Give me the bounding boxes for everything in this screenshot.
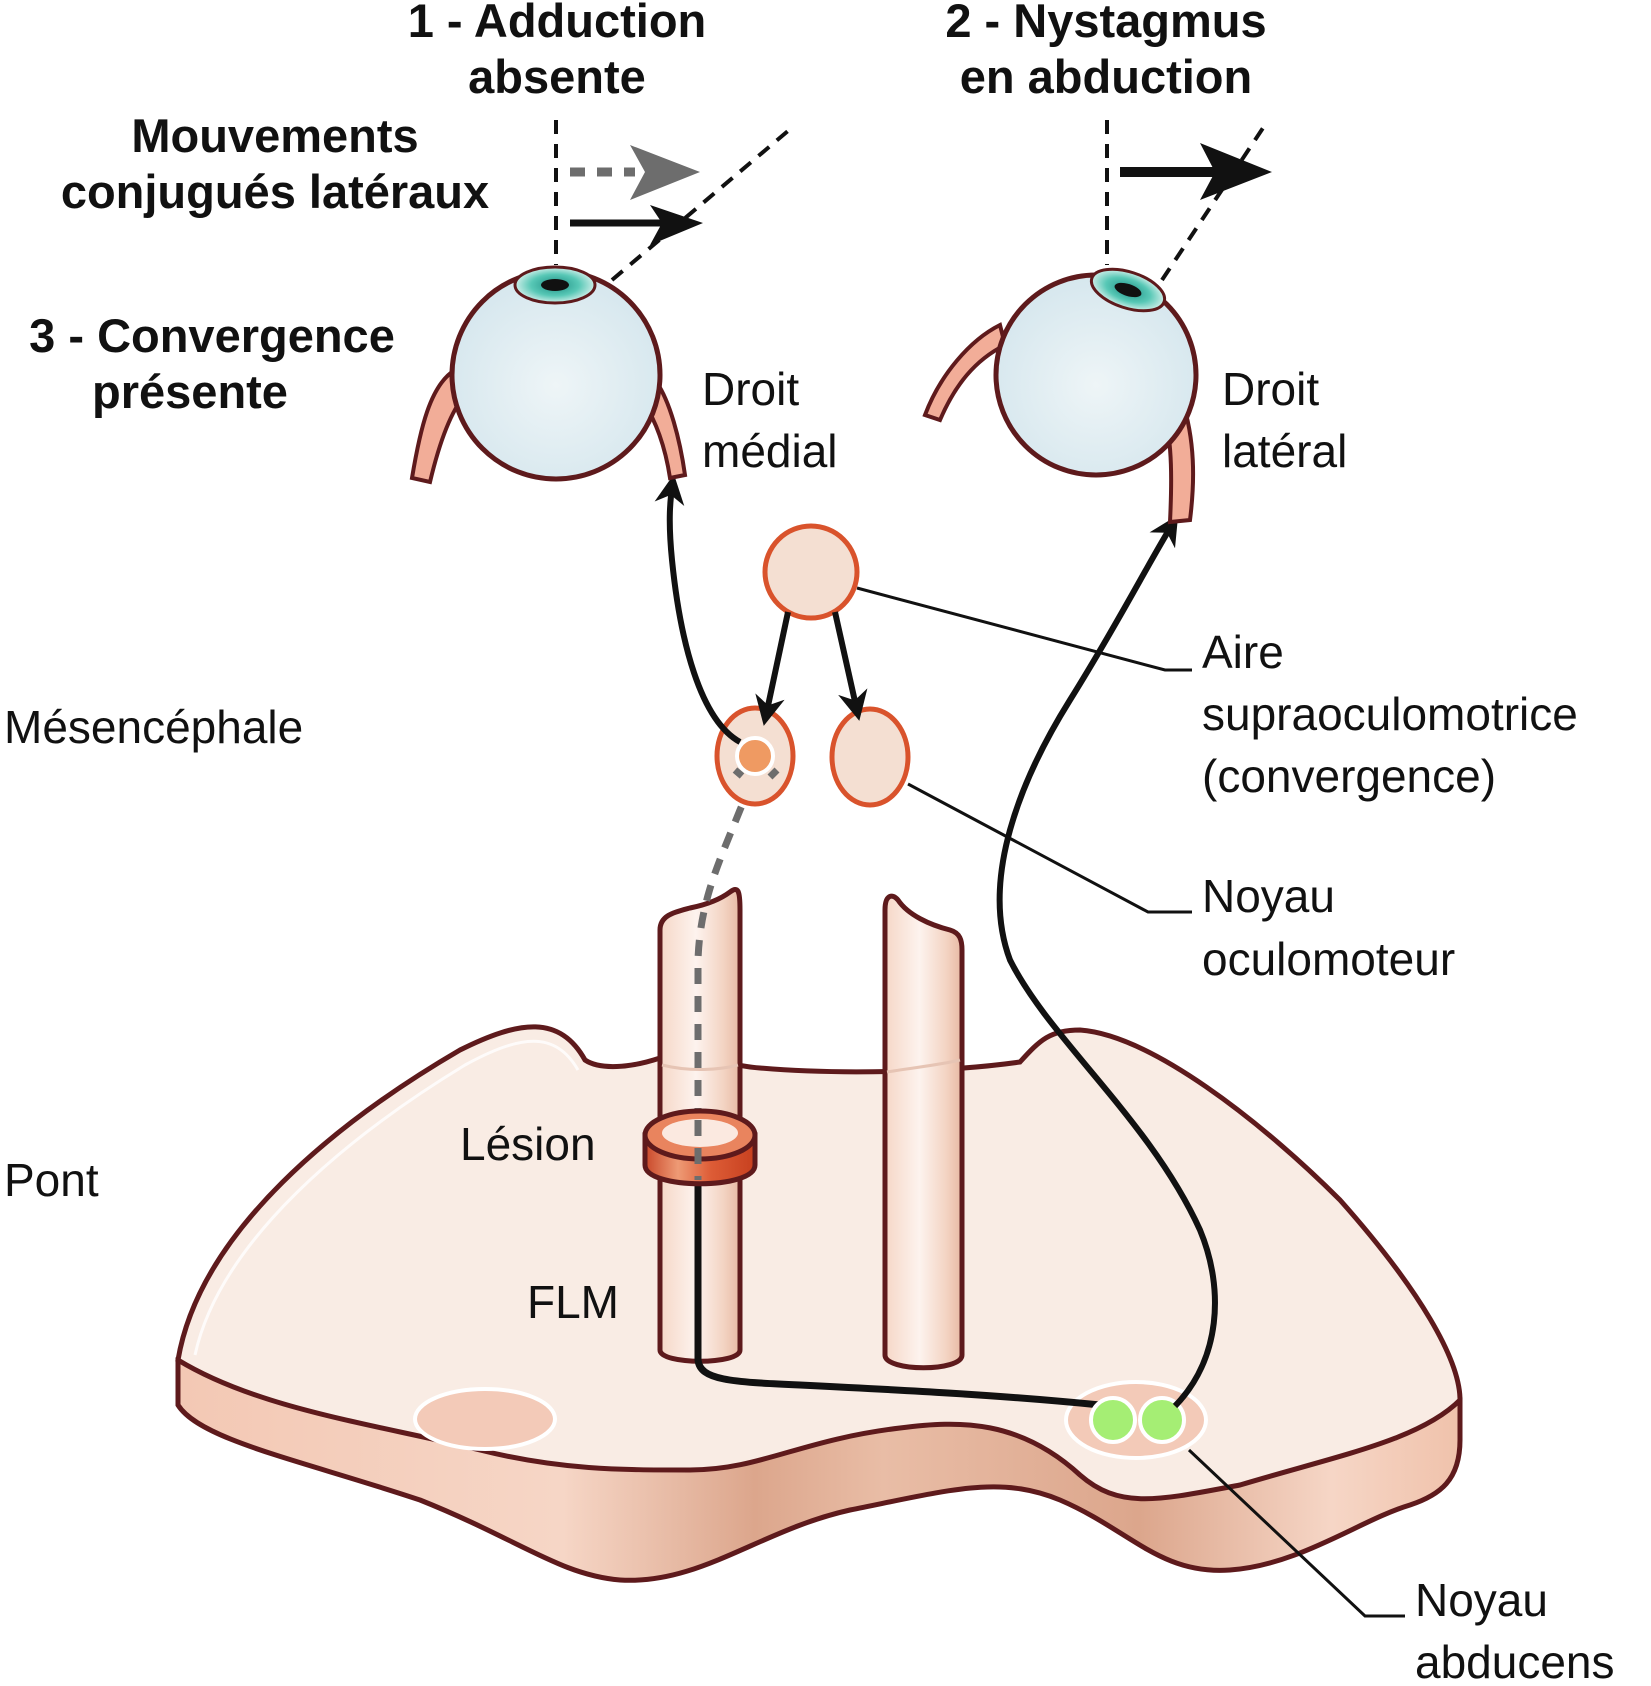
medial-rectus-right-muscle (922, 322, 1008, 423)
oculomotor-nucleus-right (829, 706, 911, 808)
right-gaze-target (1160, 123, 1267, 282)
left-gaze-target (610, 123, 797, 282)
right-pupil (1114, 282, 1142, 298)
left-pupil (541, 279, 569, 291)
supraoculomotor-area (762, 523, 860, 621)
oculomotor-nerve-pathway (654, 474, 742, 745)
mlf-right-tube (882, 893, 965, 1371)
label-convergence-line1: 3 - Convergence (29, 309, 395, 362)
expected-adduction-arrow-head (630, 145, 700, 200)
label-conjugate-line2: conjugués latéraux (61, 165, 489, 218)
nystagmus-arrow-head (1200, 143, 1272, 200)
label-adduction-line2: absente (468, 50, 646, 103)
label-lateral-rectus-line1: Droit (1222, 363, 1319, 415)
abducens-nerve-pathway (996, 514, 1218, 1409)
leader-oculomotor (907, 782, 1192, 914)
leader-supraoculomotor (856, 586, 1192, 672)
convergence-arrow-right (832, 611, 868, 721)
label-conjugate-line1: Mouvements (131, 109, 418, 162)
label-adduction-line1: 1 - Adduction (408, 0, 707, 47)
label-midbrain: Mésencéphale (4, 701, 303, 753)
label-abducens-line1: Noyau (1415, 1574, 1548, 1626)
mlf-pathway-intact (694, 1185, 1101, 1409)
pons-slab (175, 1024, 1463, 1583)
label-pons: Pont (4, 1154, 99, 1206)
left-eye (409, 265, 688, 485)
pons-left-nucleus (413, 1387, 557, 1451)
label-supraoculomotor-line3: (convergence) (1202, 750, 1496, 802)
label-lateral-rectus-line2: latéral (1222, 425, 1347, 477)
label-supraoculomotor-line1: Aire (1202, 626, 1284, 678)
pons-top (175, 1024, 1463, 1502)
leader-abducens (1187, 1448, 1405, 1618)
lateral-rectus-left-muscle (409, 367, 468, 485)
label-lesion: Lésion (460, 1118, 596, 1170)
label-supraoculomotor-line2: supraoculomotrice (1202, 688, 1578, 740)
medial-rectus-subnucleus (735, 736, 775, 776)
label-convergence-line2: présente (92, 365, 288, 418)
label-nystagmus-line2: en abduction (960, 50, 1252, 103)
convergence-arrow-left (755, 611, 791, 726)
label-abducens-line2: abducens (1415, 1636, 1615, 1681)
label-mlf: FLM (527, 1276, 619, 1328)
mlf-pathway-interrupted (694, 780, 756, 1180)
label-nystagmus-line1: 2 - Nystagmus (945, 0, 1266, 47)
label-medial-rectus-line2: médial (702, 425, 838, 477)
label-oculomotor-line1: Noyau (1202, 870, 1335, 922)
label-oculomotor-line2: oculomoteur (1202, 933, 1455, 985)
pons-highlight (193, 1039, 580, 1356)
abducens-cell-interneuron (1089, 1396, 1137, 1444)
actual-movement-arrow-head (650, 205, 703, 245)
lesion-dashes (732, 767, 780, 780)
lesion-ring (642, 1108, 758, 1187)
abducens-cell-motoneuron (1138, 1396, 1186, 1444)
label-medial-rectus-line1: Droit (702, 363, 799, 415)
right-eye (922, 267, 1199, 525)
